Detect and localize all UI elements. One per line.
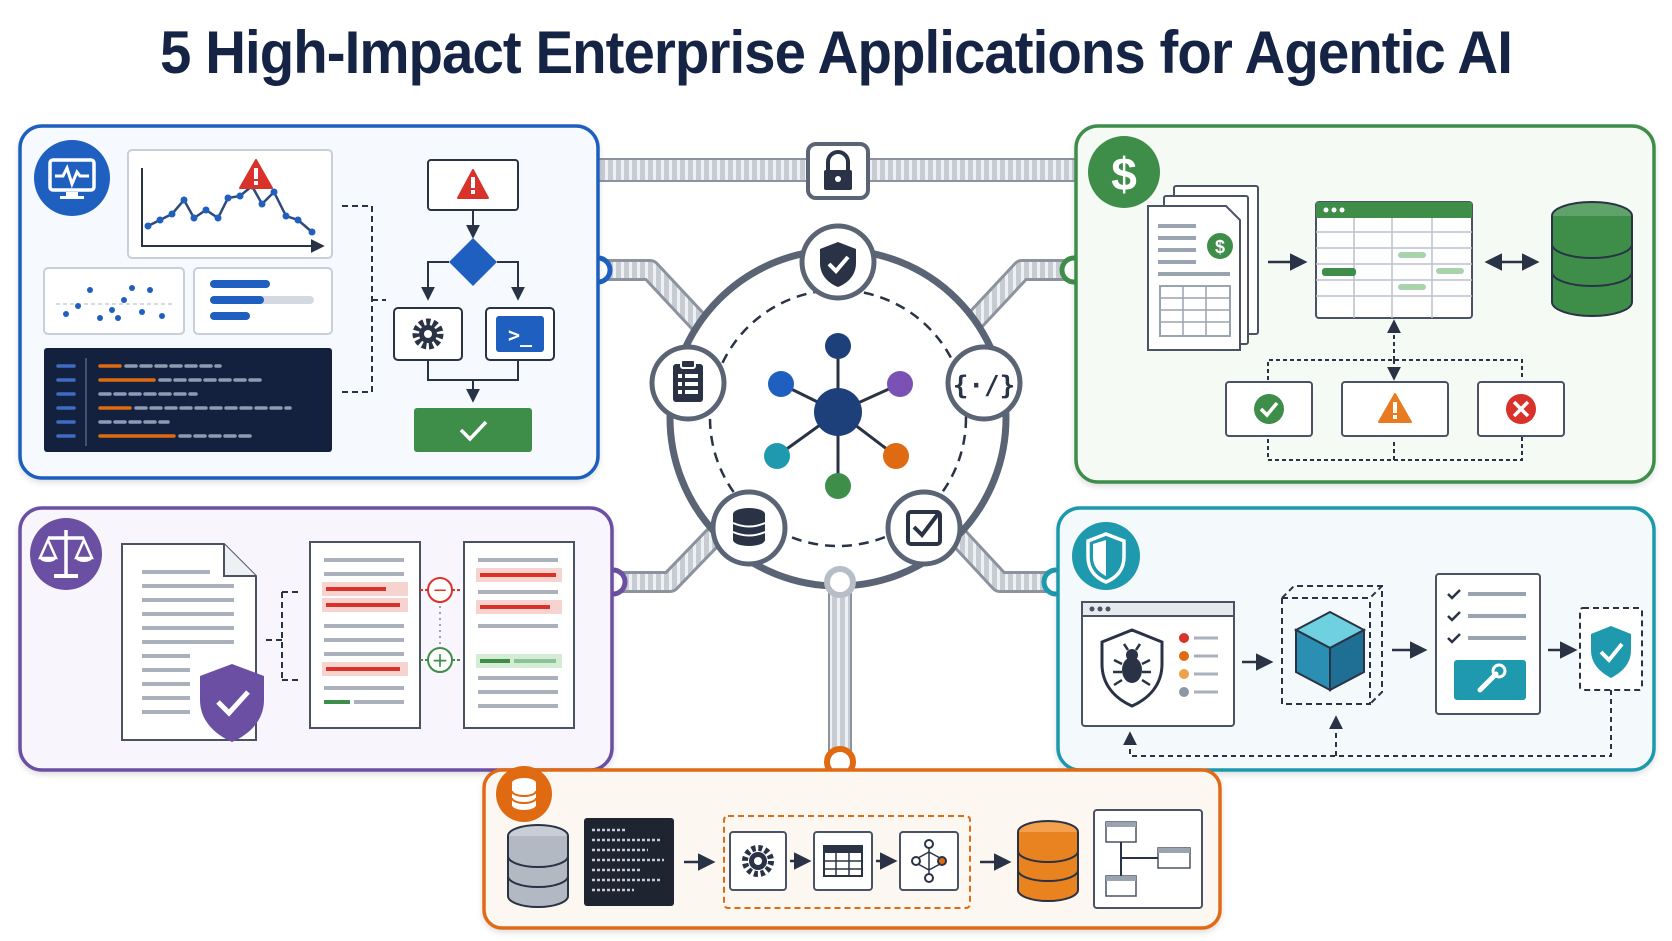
branch-icon [911, 839, 947, 883]
node-hub-bottom [824, 566, 856, 598]
page-title: 5 High-Impact Enterprise Applications fo… [160, 19, 1513, 86]
clipboard-icon [649, 344, 727, 422]
svg-text:>_: >_ [508, 323, 533, 347]
rail-data [828, 581, 852, 763]
check-icon [459, 420, 488, 442]
dollar-icon: $ [1088, 136, 1160, 208]
checkbox-icon [885, 489, 963, 567]
remediation-checklist [1435, 573, 1541, 715]
table-icon [823, 845, 863, 877]
scatter-card [43, 267, 185, 335]
svg-text:+: + [432, 648, 449, 672]
approved-icon [1254, 394, 1284, 424]
gear-icon [412, 318, 444, 350]
lock-icon [806, 142, 870, 200]
verified-shield-icon [1591, 626, 1631, 678]
code-braces-icon: {·/} [945, 344, 1023, 422]
agent-network-icon [764, 333, 913, 499]
panel-finance: $ $ [1074, 124, 1656, 484]
shield-icon [1072, 522, 1140, 590]
svg-text:$: $ [1215, 237, 1225, 257]
svg-text:{·/}: {·/} [953, 371, 1016, 401]
warning-icon [1378, 393, 1412, 423]
warning-icon [239, 159, 273, 189]
bug-icon [1113, 643, 1151, 687]
svg-text:−: − [432, 580, 447, 601]
remove-icon: − [427, 577, 453, 603]
terminal-icon: >_ [496, 316, 544, 352]
clause-document-original [309, 541, 421, 729]
sandbox-cube [1281, 585, 1383, 705]
source-database-icon [507, 824, 569, 908]
svg-text:$: $ [1111, 148, 1137, 200]
panel-data-engineering [482, 766, 1222, 930]
database-icon [710, 489, 788, 567]
monitor-pulse-icon [34, 140, 110, 216]
shield-check-icon [200, 664, 264, 742]
database-icon [496, 766, 552, 822]
schema-diagram [1093, 809, 1203, 909]
scales-icon [30, 518, 102, 590]
panel-security [1056, 506, 1656, 772]
gear-icon [742, 845, 774, 877]
clause-document-revised [463, 541, 575, 729]
rejected-icon [1506, 394, 1536, 424]
contract-document [121, 543, 264, 742]
shield-check-icon [799, 223, 877, 301]
panel-legal-compliance: − + [18, 506, 614, 772]
warehouse-database-icon [1017, 820, 1079, 902]
agent-hub: {·/} [649, 223, 1023, 590]
incident-flow: >_ [393, 159, 555, 452]
add-icon: + [427, 647, 453, 673]
wrench-icon [1477, 663, 1507, 693]
metric-bars-card [193, 267, 333, 335]
code-terminal [584, 818, 674, 906]
panel-it-operations: >_ [18, 124, 600, 480]
invoice-stack: $ [1147, 185, 1259, 351]
log-terminal [44, 348, 332, 452]
ledger-database-icon [1551, 201, 1633, 317]
vulnerability-scanner [1081, 601, 1235, 727]
warning-icon [457, 169, 489, 199]
spreadsheet [1315, 201, 1473, 319]
anomaly-line-chart [127, 149, 333, 259]
